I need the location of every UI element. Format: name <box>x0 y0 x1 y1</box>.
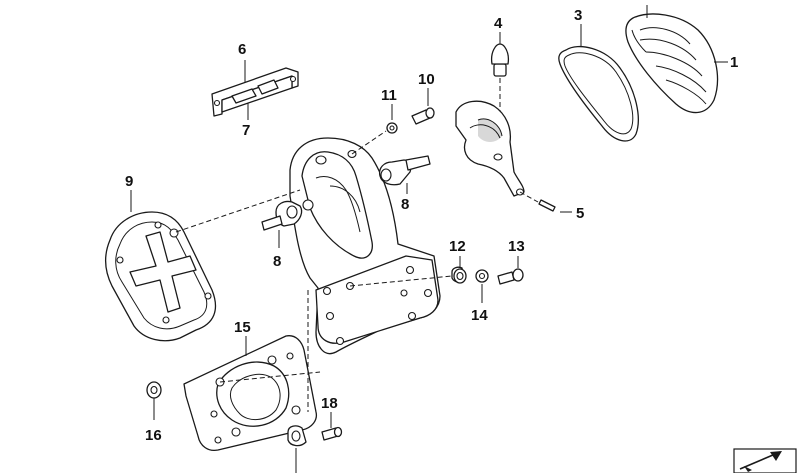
bracket-6 <box>211 60 299 120</box>
callout-10: 10 <box>418 71 435 88</box>
callout-9: 9 <box>125 173 133 190</box>
callout-5: 5 <box>576 205 584 222</box>
main-bracket <box>289 137 441 355</box>
callout-6: 6 <box>238 41 246 58</box>
lamp-holder <box>455 100 525 197</box>
spacer-18 <box>287 412 343 473</box>
callout-12: 12 <box>449 238 466 255</box>
callout-7: 7 <box>242 122 250 139</box>
screw-5 <box>519 191 572 213</box>
callout-3: 3 <box>574 7 582 24</box>
callout-8-upper: 8 <box>401 196 409 213</box>
nut-16 <box>146 381 162 420</box>
callout-18: 18 <box>321 395 338 412</box>
arrow-cube-icon <box>733 448 797 473</box>
spacer-8-upper <box>378 155 431 194</box>
fasteners-10-11 <box>351 88 435 155</box>
callout-16: 16 <box>145 427 162 444</box>
callout-11: 11 <box>381 87 397 104</box>
fasteners-12-14 <box>349 256 524 303</box>
seal-plate-9 <box>105 189 301 342</box>
callout-1: 1 <box>730 54 738 71</box>
lens-gasket <box>558 24 639 142</box>
mounting-plate-15 <box>183 290 321 452</box>
callout-14: 14 <box>471 307 488 324</box>
callout-8-lower: 8 <box>273 253 281 270</box>
spacer-8-lower <box>261 200 303 248</box>
callout-13: 13 <box>508 238 525 255</box>
callout-15: 15 <box>234 319 251 336</box>
lamp-lens <box>625 5 728 114</box>
callout-labels: 1 3 4 5 6 7 8 8 9 10 11 12 13 14 15 16 1… <box>125 7 738 444</box>
callout-4: 4 <box>494 15 503 32</box>
